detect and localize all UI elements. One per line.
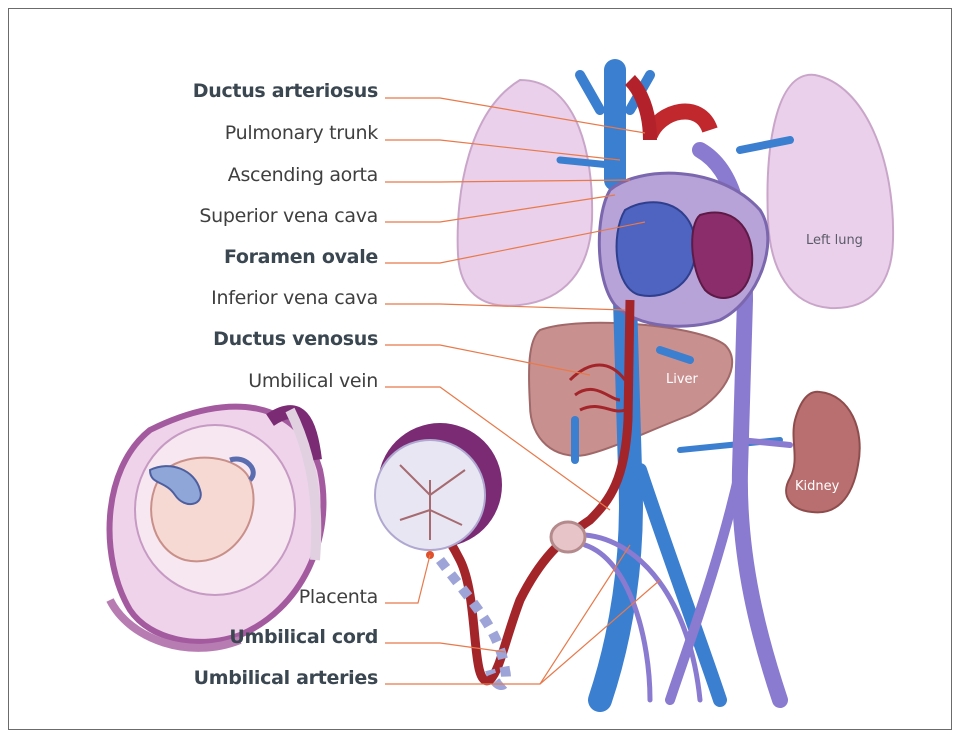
label-umbilical-arteries: Umbilical arteries — [194, 667, 378, 689]
label-inferior-vena-cava: Inferior vena cava — [211, 287, 378, 309]
umbilical-ring — [551, 522, 585, 552]
organ-label-kidney: Kidney — [795, 479, 839, 494]
label-umbilical-cord: Umbilical cord — [229, 626, 378, 648]
kidney-shape — [786, 392, 860, 513]
leader-umbilical-cord — [385, 643, 505, 652]
label-placenta: Placenta — [299, 586, 378, 608]
label-foramen-ovale: Foramen ovale — [224, 246, 378, 268]
leader-umbilical-arteries-1 — [385, 545, 630, 684]
organ-label-liver: Liver — [666, 372, 698, 387]
organ-label-left-lung: Left lung — [806, 233, 863, 248]
label-pulmonary-trunk: Pulmonary trunk — [225, 122, 378, 144]
leader-placenta — [385, 555, 430, 603]
label-umbilical-vein: Umbilical vein — [248, 370, 378, 392]
uterus-illustration — [110, 407, 324, 648]
label-ductus-venosus: Ductus venosus — [213, 328, 378, 350]
placenta-illustration — [375, 423, 502, 559]
label-ductus-arteriosus: Ductus arteriosus — [193, 80, 378, 102]
label-superior-vena-cava: Superior vena cava — [199, 205, 378, 227]
label-ascending-aorta: Ascending aorta — [228, 164, 378, 186]
